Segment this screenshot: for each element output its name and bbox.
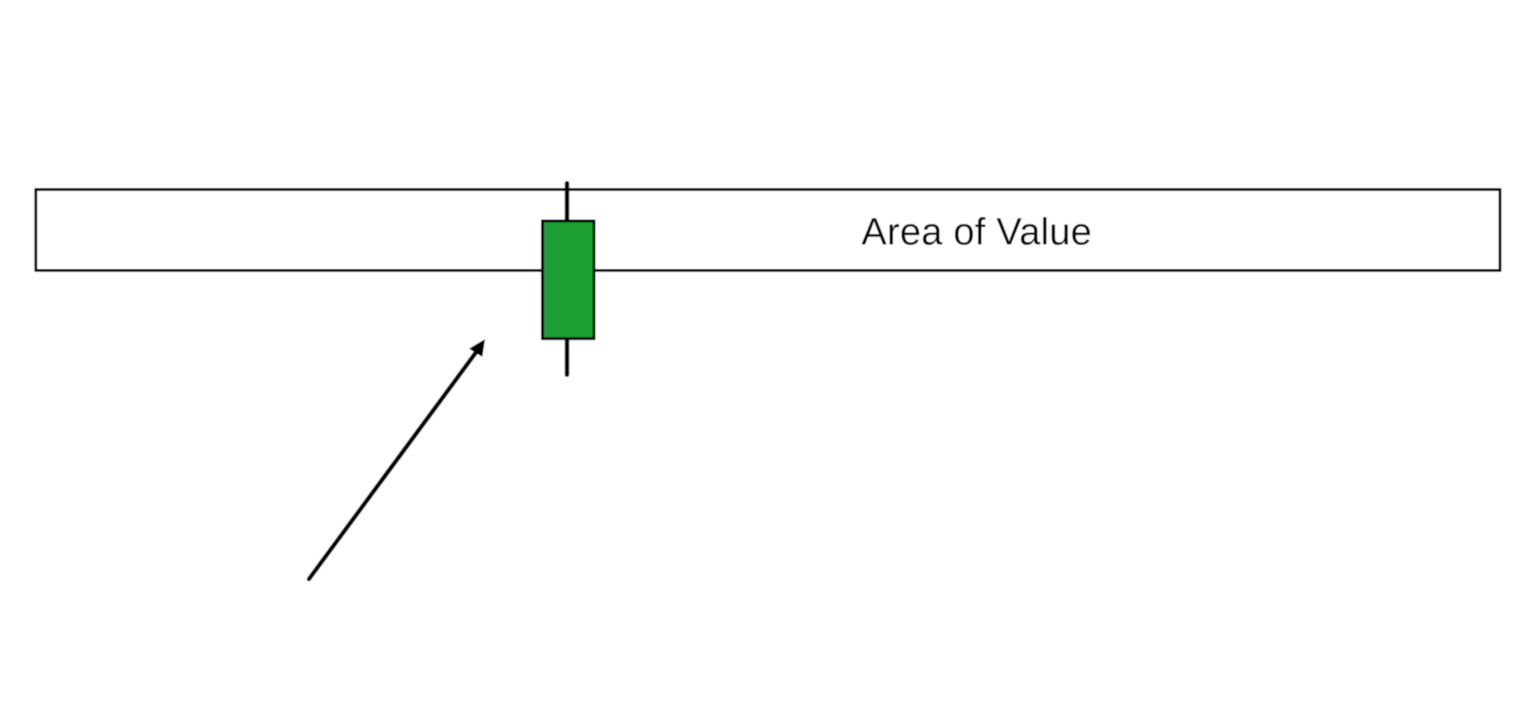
svg-text:Area of Value: Area of Value: [861, 212, 1092, 254]
